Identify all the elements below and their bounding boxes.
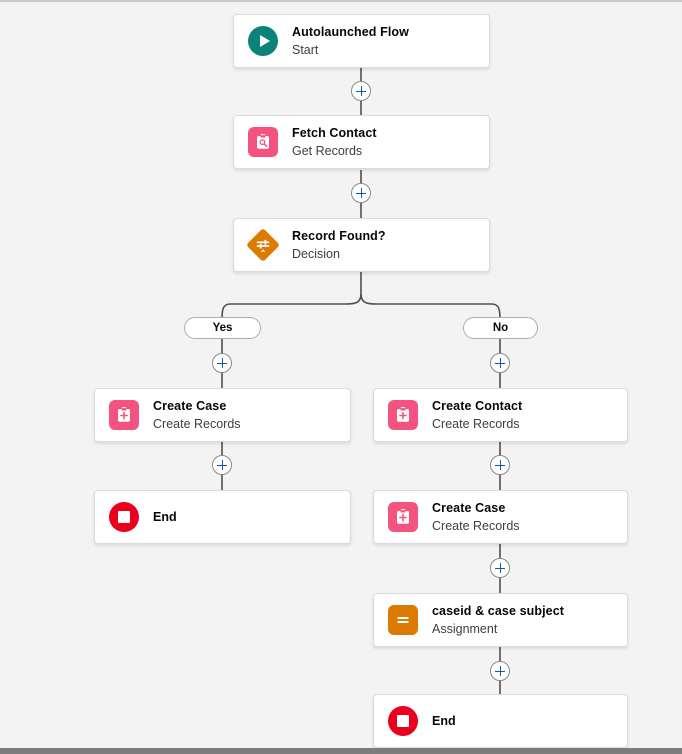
node-title: End <box>153 509 177 524</box>
add-element-button-yes-branch[interactable] <box>212 353 232 373</box>
add-element-button-yes-before-end[interactable] <box>212 455 232 475</box>
node-title: Autolaunched Flow <box>292 25 409 40</box>
add-element-button-after-fetch-contact[interactable] <box>351 183 371 203</box>
add-element-button-no-before-end[interactable] <box>490 661 510 681</box>
add-element-button-no-before-assignment[interactable] <box>490 558 510 578</box>
flow-node-create-case-no[interactable]: Create Case Create Records <box>373 490 628 544</box>
create-records-icon <box>388 400 418 430</box>
branch-label-yes[interactable]: Yes <box>184 317 261 339</box>
flow-node-create-case-yes[interactable]: Create Case Create Records <box>94 388 351 442</box>
node-subtitle: Create Records <box>153 416 241 431</box>
node-text: Fetch Contact Get Records <box>292 126 377 158</box>
flow-node-record-found[interactable]: Record Found? Decision <box>233 218 490 272</box>
flow-node-end-yes[interactable]: End <box>94 490 351 544</box>
horizontal-scrollbar[interactable] <box>0 748 682 754</box>
node-title: Fetch Contact <box>292 126 377 141</box>
node-title: End <box>432 713 456 728</box>
node-text: caseid & case subject Assignment <box>432 604 564 636</box>
node-subtitle: Get Records <box>292 143 363 158</box>
flow-node-assignment[interactable]: caseid & case subject Assignment <box>373 593 628 647</box>
end-icon <box>109 502 139 532</box>
flow-node-fetch-contact[interactable]: Fetch Contact Get Records <box>233 115 490 169</box>
create-records-icon <box>388 502 418 532</box>
end-icon <box>388 706 418 736</box>
assignment-icon <box>388 605 418 635</box>
node-text: Record Found? Decision <box>292 229 386 261</box>
node-text: Create Contact Create Records <box>432 399 522 431</box>
decision-diamond-icon <box>246 228 280 262</box>
node-text: Autolaunched Flow Start <box>292 25 409 57</box>
node-text: Create Case Create Records <box>432 501 520 533</box>
add-element-button-no-before-create-case[interactable] <box>490 455 510 475</box>
play-circle-icon <box>248 26 278 56</box>
node-text: Create Case Create Records <box>153 399 241 431</box>
node-title: Create Contact <box>432 399 523 414</box>
add-element-button-no-branch[interactable] <box>490 353 510 373</box>
create-records-icon <box>109 400 139 430</box>
node-title: caseid & case subject <box>432 604 565 619</box>
node-text: End <box>153 510 177 524</box>
node-title: Record Found? <box>292 229 386 244</box>
node-title: Create Case <box>432 501 506 516</box>
flow-node-end-no[interactable]: End <box>373 694 628 748</box>
node-text: End <box>432 714 456 728</box>
node-subtitle: Create Records <box>432 416 520 431</box>
node-subtitle: Start <box>292 42 319 57</box>
node-title: Create Case <box>153 399 227 414</box>
node-subtitle: Decision <box>292 246 340 261</box>
branch-label-no[interactable]: No <box>463 317 538 339</box>
node-subtitle: Create Records <box>432 518 520 533</box>
node-subtitle: Assignment <box>432 621 498 636</box>
flow-node-create-contact[interactable]: Create Contact Create Records <box>373 388 628 442</box>
get-records-icon <box>248 127 278 157</box>
flow-node-start[interactable]: Autolaunched Flow Start <box>233 14 490 68</box>
add-element-button-after-start[interactable] <box>351 81 371 101</box>
